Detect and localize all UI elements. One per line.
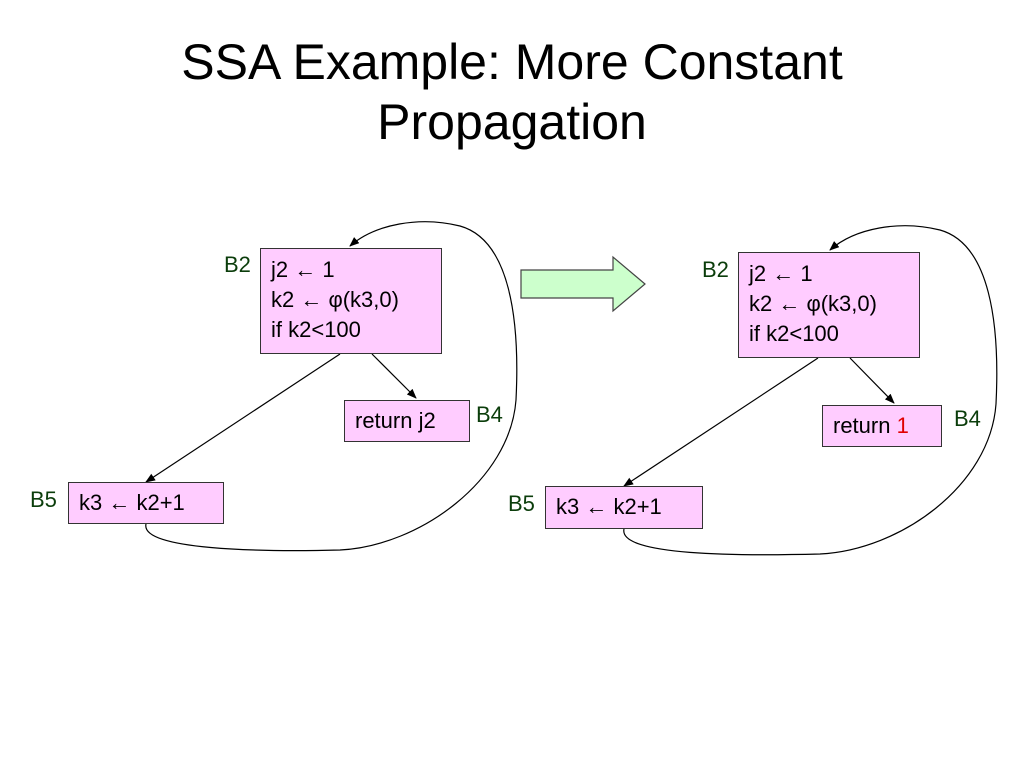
left-b2-line-1: j2 ← 1 [271, 257, 335, 282]
left-b4-label: B4 [476, 402, 503, 427]
right-b2-line-2: k2 ← φ(k3,0) [749, 291, 877, 316]
right-edge-b2-to-b4 [849, 357, 895, 404]
left-b2-line-2: k2 ← φ(k3,0) [271, 287, 399, 312]
left-edge-b2-to-b5 [145, 353, 341, 483]
left-edge-b2-to-b4 [371, 353, 417, 399]
slide-title: SSA Example: More Constant Propagation [0, 32, 1024, 152]
left-b5-text: k3 ← k2+1 [79, 490, 185, 515]
right-b2-line-3: if k2<100 [749, 321, 839, 346]
slide-title-line-1: SSA Example: More Constant [181, 34, 843, 90]
left-block-b2: j2 ← 1 k2 ← φ(k3,0) if k2<100 [260, 248, 442, 354]
right-block-b4: return 1 [822, 405, 942, 447]
right-b4-text-prefix: return [833, 413, 897, 438]
left-graph-edges [145, 221, 518, 552]
transform-arrow [520, 255, 646, 313]
left-block-b4: return j2 [344, 400, 470, 442]
left-block-b5: k3 ← k2+1 [68, 482, 224, 524]
right-edge-b5-backedge-to-b2 [623, 225, 998, 556]
left-b2-label: B2 [224, 252, 251, 277]
right-block-b2: j2 ← 1 k2 ← φ(k3,0) if k2<100 [738, 252, 920, 358]
slide-title-line-2: Propagation [377, 94, 647, 150]
right-block-b5: k3 ← k2+1 [545, 486, 703, 529]
right-b5-label: B5 [508, 491, 535, 516]
right-b4-label: B4 [954, 406, 981, 431]
right-graph-edges [623, 225, 998, 556]
right-b5-text: k3 ← k2+1 [556, 494, 662, 519]
right-b2-line-1: j2 ← 1 [749, 261, 813, 286]
right-edge-b2-to-b5 [623, 357, 819, 487]
left-edge-b5-backedge-to-b2 [145, 221, 518, 552]
left-b2-line-3: if k2<100 [271, 317, 361, 342]
right-b2-label: B2 [702, 257, 729, 282]
left-b4-text: return j2 [355, 408, 436, 433]
right-b4-constant: 1 [896, 413, 909, 438]
left-b5-label: B5 [30, 487, 57, 512]
